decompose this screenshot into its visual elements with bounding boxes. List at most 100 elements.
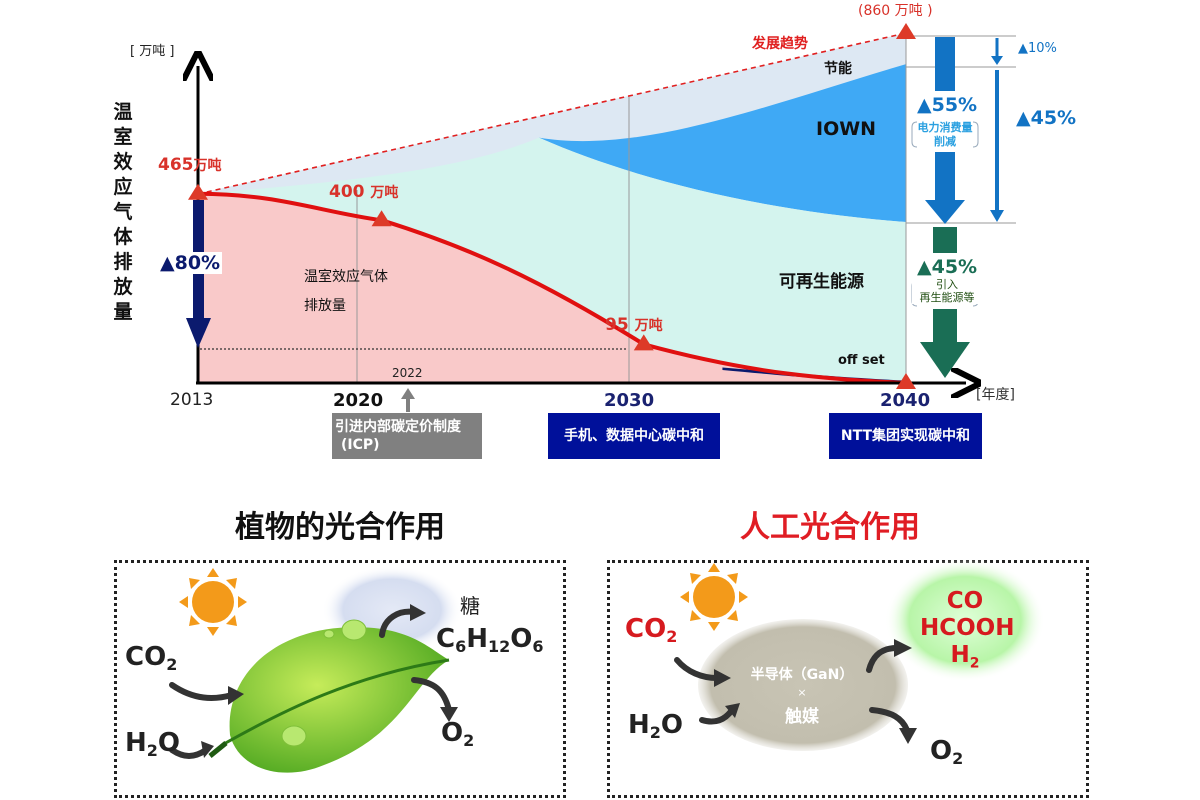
x-tick-2022: 2022 [392, 366, 423, 380]
sugar-label: 糖 [460, 594, 480, 618]
emission-series-line [197, 191, 907, 385]
sun-icon [680, 563, 748, 631]
trend-line [197, 32, 907, 195]
data-point-marker-2020 [371, 210, 392, 227]
catalyst-blob [698, 619, 908, 751]
renew-arrow-head [920, 342, 970, 378]
power-note-line1: 电力消费量 [917, 121, 973, 134]
milestone-2040: NTT集团实现碳中和 [829, 413, 982, 459]
emission-chart [0, 23, 1016, 412]
catalyst-label-x: × [797, 686, 807, 699]
renew-arrow-top [933, 227, 957, 253]
data-point-marker-2030 [633, 334, 654, 351]
x-tick-2030: 2030 [604, 390, 655, 411]
milestone-2030: 手机、数据中心碳中和 [548, 413, 720, 459]
renew-45-label: ▲45% [917, 256, 978, 278]
y-unit-label: [ 万吨 ] [130, 44, 175, 59]
power-reduction-arrow-bottom [935, 152, 955, 200]
data-label-2030: 95 万吨 [605, 315, 663, 335]
x-tick-2040: 2040 [880, 390, 931, 411]
water-drop-small [323, 629, 335, 639]
area-iown [538, 64, 906, 223]
renewable-label: 可再生能源 [779, 272, 864, 292]
savings-arrow-head [991, 56, 1003, 65]
plant-photosynthesis-panel [114, 560, 566, 798]
data-point-marker-2040 [896, 373, 916, 389]
artificial-co2: CO2 [625, 614, 678, 646]
catalyst-label-1: 半导体（GaN） [750, 667, 854, 683]
water-drop-lower [281, 725, 307, 747]
y-axis-title-char: 气 [113, 201, 133, 223]
savings-label: 节能 [824, 61, 852, 77]
leaf-vein [221, 658, 450, 747]
milestone-icp-line1: 引进内部碳定价制度 [335, 419, 461, 435]
plant-o2: O2 [441, 718, 475, 750]
renew-note-line1: 引入 [936, 278, 958, 291]
artificial-h2o: H2O [628, 710, 684, 742]
iown-arrow-head [990, 210, 1004, 222]
y-axis-title-char: 室 [113, 126, 133, 148]
milestone-icp: 引进内部碳定价制度 (ICP) [332, 413, 482, 459]
bracket-right [972, 121, 979, 148]
icp-arrow-shaft [406, 398, 410, 412]
y-axis-title-char: 温 [113, 101, 133, 123]
reduction-80-label: ▲80% [158, 252, 223, 274]
power-55-label: ▲55% [917, 94, 978, 116]
milestone-icp-line2: (ICP) [341, 437, 380, 453]
y-axis-title-char: 放 [113, 276, 133, 298]
artificial-photosynthesis-panel [607, 560, 1089, 798]
power-note-line2: 削减 [934, 135, 956, 148]
trend-label: 发展趋势 [752, 36, 808, 52]
products-glow [885, 560, 1045, 682]
data-label-2013: 465万吨 [158, 155, 222, 175]
x-tick-2013: 2013 [170, 390, 214, 410]
product-h2: H2 [950, 642, 980, 672]
y-axis-title-char: 应 [113, 176, 133, 198]
co2-arrow [674, 657, 720, 681]
y-axis-title: 温室效应气体排放量 [108, 100, 138, 325]
renew-45-note: 引入再生能源等 [912, 278, 982, 304]
plant-photosynthesis-title: 植物的光合作用 [235, 510, 445, 545]
savings-10-label: ▲10% [1018, 41, 1057, 56]
artificial-diagram [674, 560, 1045, 751]
product-co: CO [946, 588, 984, 614]
h2o-arrow [699, 707, 735, 725]
data-point-marker-2013 [188, 183, 208, 200]
bracket-left [911, 121, 918, 148]
x-tick-2020: 2020 [333, 390, 384, 411]
x-unit-label: [年度] [976, 387, 1015, 403]
water-drop [341, 619, 367, 641]
y-axis-title-char: 排 [113, 251, 133, 273]
power-reduction-arrow-head [925, 200, 965, 224]
trend-end-marker [896, 23, 916, 39]
y-axis-title-char: 体 [113, 226, 133, 248]
iown-45-label: ▲45% [1016, 107, 1077, 129]
power-reduction-arrow-top [935, 37, 955, 91]
products-arrow [866, 645, 900, 673]
trend-end-label: (860 万吨 ) [858, 3, 933, 19]
artificial-o2: O2 [930, 736, 964, 768]
leaf-icon [229, 627, 449, 773]
renew-note-line2: 再生能源等 [919, 291, 975, 304]
renew-arrow-bottom [933, 309, 957, 344]
icp-arrow-head [401, 388, 415, 399]
o2-arrow [411, 677, 452, 713]
iown-label: IOWN [816, 118, 877, 140]
power-55-note: 电力消费量削减 [914, 121, 976, 149]
artificial-products: CO HCOOH H2 [920, 588, 1015, 678]
reduction-arrow-head [186, 318, 211, 348]
product-hcooh: HCOOH [920, 615, 1015, 641]
area-emission [198, 193, 906, 383]
emission-label-2: 排放量 [304, 298, 346, 314]
plant-co2: CO2 [125, 642, 178, 674]
emission-label-1: 温室效应气体 [304, 269, 388, 285]
artificial-photosynthesis-title: 人工光合作用 [740, 510, 920, 545]
o2-arrow [869, 707, 910, 733]
y-axis-title-char: 效 [113, 151, 133, 173]
co2-arrow [169, 682, 235, 701]
y-axis-title-char: 量 [113, 301, 133, 323]
sugar-formula: C6H12O6 [436, 624, 544, 656]
catalyst-label-2: 触媒 [785, 707, 819, 727]
leaf-stem [208, 741, 228, 758]
plant-h2o: H2O [125, 728, 181, 760]
